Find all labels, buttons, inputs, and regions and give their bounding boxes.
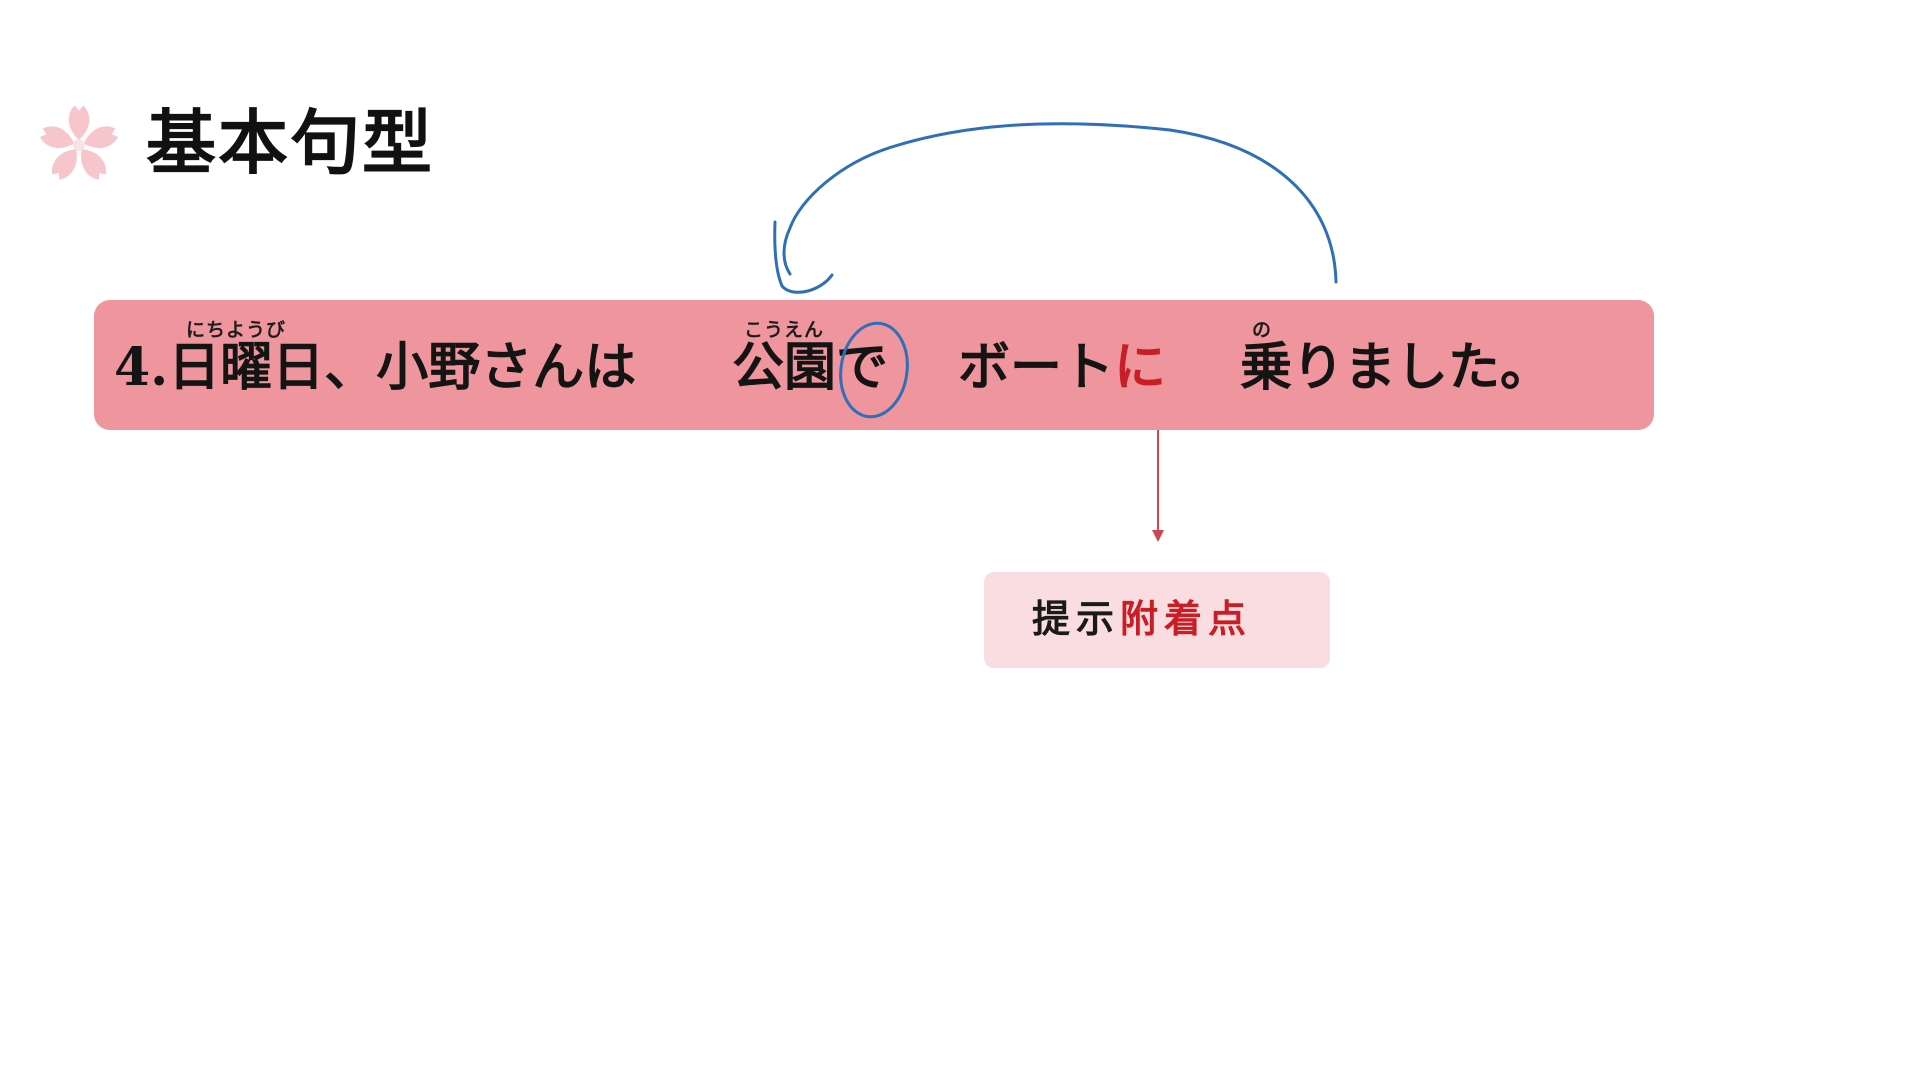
pen-arc-stroke — [782, 122, 1338, 284]
sentence-subject: 4.日曜日、小野さんは — [114, 337, 637, 398]
ruby-kouen: こうえん — [744, 319, 825, 341]
pen-hook-stroke — [773, 220, 834, 294]
sakura-flower-icon — [40, 105, 118, 180]
object-word: ボート — [958, 337, 1115, 398]
sentence-verb: 乗りました。 — [1240, 337, 1553, 398]
ruby-nichiyoubi: にちようび — [186, 319, 287, 341]
note-highlight: 附着点 — [1120, 596, 1253, 641]
pointer-arrow-head — [1152, 530, 1164, 542]
note-box — [984, 572, 1330, 668]
note-text: 提示附着点 — [1032, 600, 1252, 638]
ruby-no: の — [1252, 319, 1272, 341]
page-title: 基本句型 — [146, 102, 434, 184]
note-prefix: 提示 — [1032, 596, 1121, 641]
sentence-object: ボートに — [958, 342, 1166, 394]
sentence-place: 公園で — [732, 337, 889, 398]
particle-ni: に — [1114, 337, 1167, 398]
